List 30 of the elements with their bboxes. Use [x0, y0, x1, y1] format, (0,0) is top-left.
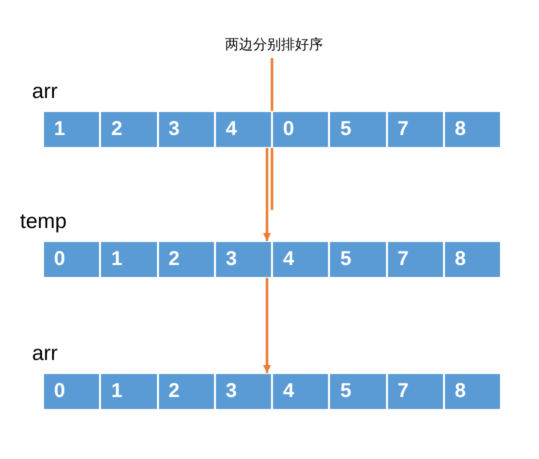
array-cell: 1 — [100, 241, 158, 278]
array-cell: 7 — [386, 373, 444, 410]
array-cell: 0 — [43, 373, 100, 410]
array-name: temp — [20, 210, 67, 234]
array-cell: 7 — [386, 111, 444, 148]
array-cell: 7 — [386, 241, 444, 278]
array-cell: 5 — [329, 373, 386, 410]
array-cell: 2 — [158, 373, 215, 410]
array-name: arr — [32, 80, 58, 104]
array-cell: 3 — [158, 111, 215, 148]
array-cell: 0 — [272, 111, 330, 148]
array-cell: 3 — [214, 373, 272, 410]
array-cell: 1 — [43, 111, 100, 148]
array-cell: 3 — [214, 241, 272, 278]
array-cell: 8 — [444, 241, 501, 278]
array-cell: 1 — [100, 373, 158, 410]
array-cell: 4 — [272, 373, 330, 410]
array-cell: 5 — [329, 111, 386, 148]
note-text: 两边分别排好序 — [225, 35, 323, 53]
array-cell: 4 — [272, 241, 330, 278]
array-cell: 2 — [100, 111, 158, 148]
array-cell: 8 — [444, 111, 501, 148]
arrow — [263, 148, 271, 241]
array-cell: 8 — [444, 373, 501, 410]
arrow — [263, 278, 271, 373]
array-cell: 5 — [329, 241, 386, 278]
array-cell: 0 — [43, 241, 100, 278]
array-name: arr — [32, 342, 58, 366]
array-cell: 4 — [214, 111, 272, 148]
array-cell: 2 — [158, 241, 215, 278]
